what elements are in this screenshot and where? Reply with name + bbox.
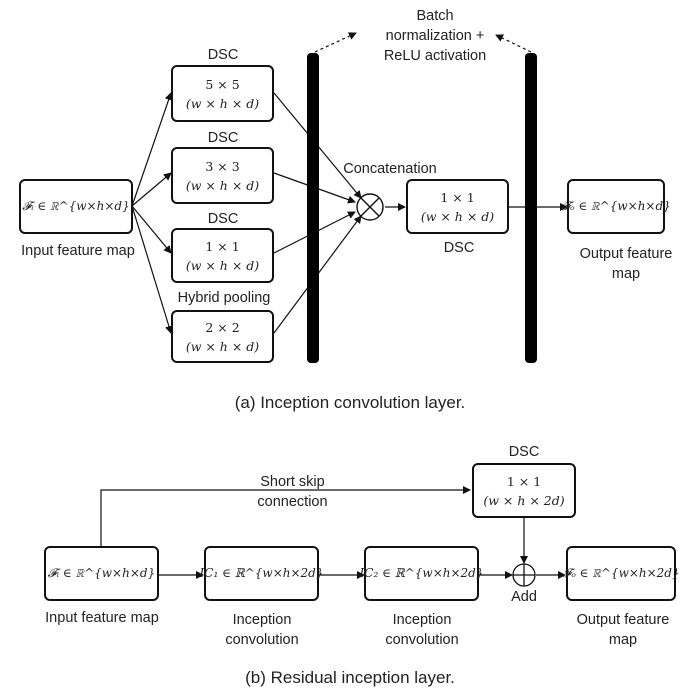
mid-dsc-label: DSC: [443, 240, 475, 256]
dsc-b-label: DSC: [508, 444, 540, 460]
add-label: Add: [511, 589, 537, 605]
output-b-math: 𝓕ₒ ∈ ℝ^{w×h×2d}: [562, 566, 680, 580]
skip-connection-line: [100, 486, 471, 546]
dsc-b-size: 1 × 1: [506, 473, 542, 489]
output-feature-box: 𝓕ₒ ∈ ℝ^{w×h×d}: [561, 179, 671, 234]
branch-4-label: Hybrid pooling: [177, 290, 271, 306]
input-b-label: Input feature map: [45, 610, 159, 626]
arrow-input-to-branch-2: [131, 172, 172, 207]
caption-b: (b) Residual inception layer.: [245, 668, 455, 687]
ic2-box: IC₂ ∈ ℝ^{w×h×2d}: [360, 546, 483, 601]
branch-4-box: 2 × 2 (w × h × d): [171, 310, 274, 363]
input-feature-label: Input feature map: [21, 243, 135, 259]
branch-3-box: 1 × 1 (w × h × d): [171, 228, 274, 283]
batch-norm-bar-left: [307, 53, 319, 363]
ic2-label: Inception convolution: [385, 612, 459, 648]
branch-2-box: 3 × 3 (w × h × d): [171, 147, 274, 204]
caption-a: (a) Inception convolution layer.: [234, 393, 466, 412]
ic2-math: IC₂ ∈ ℝ^{w×h×2d}: [359, 566, 484, 580]
ic1-box: IC₁ ∈ ℝ^{w×h×2d}: [200, 546, 323, 601]
branch-3-label: DSC: [207, 211, 239, 227]
branch-3-dims: (w × h × d): [185, 257, 260, 273]
branch-4-dims: (w × h × d): [185, 338, 260, 354]
output-b-label: Output feature map: [576, 612, 670, 648]
arrow-input-to-branch-3: [131, 205, 172, 254]
ic1-label: Inception convolution: [225, 612, 299, 648]
branch-2-label: DSC: [207, 130, 239, 146]
batch-note: Batch normalization + ReLU activation: [383, 8, 487, 64]
branch-1-box: 5 × 5 (w × h × d): [171, 65, 274, 122]
output-b-box: 𝓕ₒ ∈ ℝ^{w×h×2d}: [562, 546, 680, 601]
batch-note-pointer-right: [495, 34, 532, 53]
concatenation-label: Concatenation: [343, 161, 437, 177]
branch-2-size: 3 × 3: [205, 158, 240, 174]
branch-1-label: DSC: [207, 47, 239, 63]
batch-note-pointer-left: [314, 32, 357, 53]
branch-4-size: 2 × 2: [205, 319, 240, 335]
input-feature-box: 𝓕ᵢ ∈ ℝ^{w×h×d}: [19, 179, 133, 234]
input-b-box: 𝓕ᵢ ∈ ℝ^{w×h×d}: [44, 546, 159, 601]
branch-1-dims: (w × h × d): [185, 95, 260, 111]
output-feature-label: Output feature map: [579, 246, 673, 282]
branch-1-size: 5 × 5: [205, 76, 240, 92]
output-feature-math: 𝓕ₒ ∈ ℝ^{w×h×d}: [561, 199, 671, 213]
input-feature-math: 𝓕ᵢ ∈ ℝ^{w×h×d}: [22, 199, 130, 213]
mid-dsc-size: 1 × 1: [440, 189, 475, 205]
add-symbol: [512, 563, 536, 587]
skip-connection-label: Short skip connection: [257, 474, 328, 510]
dsc-b-box: 1 × 1 (w × h × 2d): [472, 463, 576, 518]
mid-dsc-box: 1 × 1 (w × h × d): [406, 179, 509, 234]
concatenation-symbol: [356, 193, 384, 221]
branch-3-size: 1 × 1: [205, 238, 240, 254]
mid-dsc-dims: (w × h × d): [420, 208, 495, 224]
arrow-input-to-branch-4: [131, 205, 173, 334]
arrow-input-to-branch-1: [131, 92, 173, 207]
input-b-math: 𝓕ᵢ ∈ ℝ^{w×h×d}: [47, 566, 156, 580]
batch-norm-bar-right: [525, 53, 537, 363]
dsc-b-dims: (w × h × 2d): [483, 492, 565, 508]
branch-2-dims: (w × h × d): [185, 177, 260, 193]
ic1-math: IC₁ ∈ ℝ^{w×h×2d}: [199, 566, 324, 580]
